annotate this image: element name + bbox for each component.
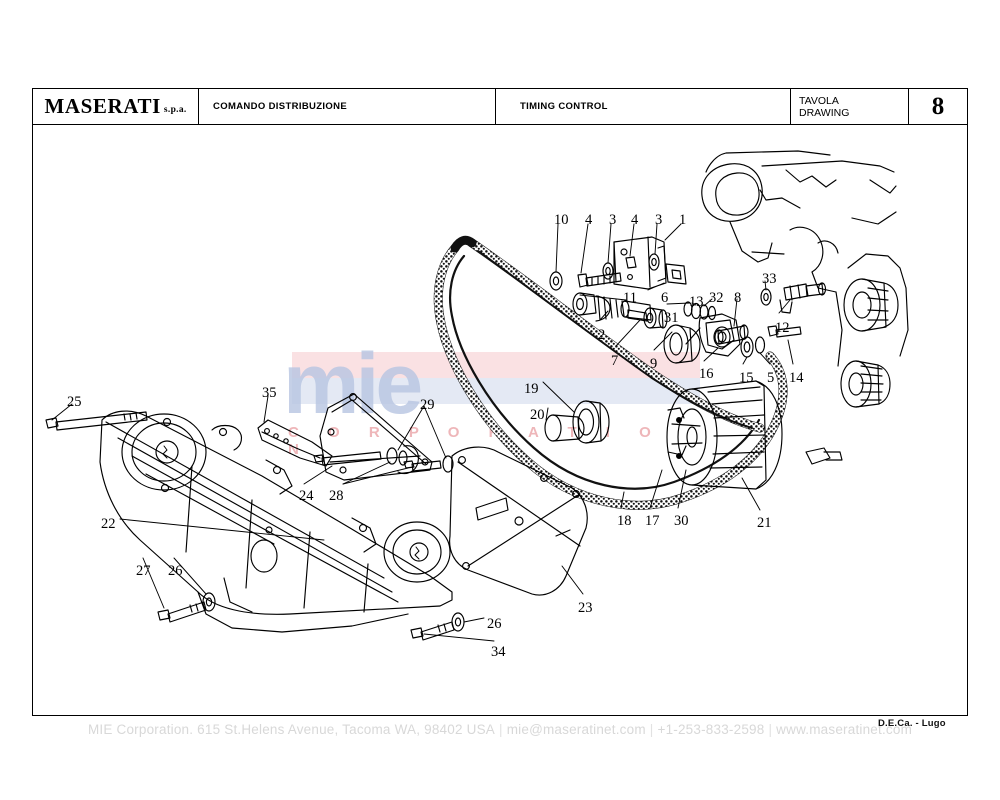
callout-number-6: 6	[661, 290, 669, 306]
callout-number-7: 7	[611, 353, 619, 369]
drawing-number: 8	[931, 92, 945, 120]
title-english: TIMING CONTROL	[520, 101, 608, 112]
callout-number-19: 19	[524, 381, 539, 397]
callout-number-15: 15	[739, 370, 754, 386]
callout-number-28: 28	[329, 488, 344, 504]
callout-number-24: 24	[299, 488, 314, 504]
callout-number-8: 8	[734, 290, 742, 306]
callout-number-13: 13	[689, 294, 704, 310]
footer-company: MIE Corporation. 615 St.Helens Avenue, T…	[87, 721, 495, 737]
footer-separator-3: |	[768, 721, 773, 737]
title-block: MASERATI s.p.a. COMANDO DISTRIBUZIONE TI…	[33, 89, 967, 125]
footer-separator-2: |	[649, 721, 654, 737]
callout-number-23: 23	[578, 600, 593, 616]
callout-number-27: 27	[136, 563, 151, 579]
italian-title-cell: COMANDO DISTRIBUZIONE	[199, 89, 496, 124]
callout-number-30: 30	[674, 513, 689, 529]
callout-number-10: 10	[554, 212, 569, 228]
callout-number-4b: 4	[631, 212, 639, 228]
callout-number-1: 1	[679, 212, 687, 228]
callout-number-34: 34	[491, 644, 506, 660]
drafting-credit: D.E.Ca. - Lugo	[878, 718, 946, 729]
callout-number-25: 25	[67, 394, 82, 410]
callout-number-5: 5	[767, 370, 775, 386]
brand-cell: MASERATI s.p.a.	[33, 89, 199, 124]
drawing-number-cell: 8	[909, 89, 967, 124]
brand-name: MASERATI	[44, 94, 161, 118]
callout-number-31: 31	[664, 310, 679, 326]
table-label-italian: TAVOLA	[799, 94, 839, 107]
callout-number-18: 18	[617, 513, 632, 529]
callout-number-33: 33	[762, 271, 777, 287]
callout-number-4a: 4	[585, 212, 593, 228]
callout-number-26b: 26	[487, 616, 502, 632]
callout-number-9: 9	[650, 356, 658, 372]
callout-number-21: 21	[757, 515, 772, 531]
english-title-cell: TIMING CONTROL	[496, 89, 791, 124]
footer-website: www.maseratinet.com	[776, 721, 913, 737]
callout-number-14: 14	[789, 370, 804, 386]
callout-number-3b: 3	[655, 212, 663, 228]
callout-number-2: 2	[598, 327, 606, 343]
footer-separator-1: |	[499, 721, 503, 737]
callout-number-11: 11	[623, 290, 637, 306]
title-italian: COMANDO DISTRIBUZIONE	[213, 101, 348, 112]
callout-number-22: 22	[101, 516, 116, 532]
callout-number-17: 17	[645, 513, 660, 529]
callout-number-26: 26	[168, 563, 183, 579]
callout-number-35: 35	[262, 385, 277, 401]
callout-number-20: 20	[530, 407, 545, 423]
footer-email: mie@maseratinet.com	[506, 721, 646, 737]
callout-number-12: 12	[775, 320, 790, 336]
callout-number-3a: 3	[609, 212, 617, 228]
table-label-cell: TAVOLA DRAWING	[791, 89, 909, 124]
callout-number-29: 29	[420, 397, 435, 413]
page-footer: MIE Corporation. 615 St.Helens Avenue, T…	[0, 714, 1000, 744]
callout-number-16: 16	[699, 366, 714, 382]
table-label-english: DRAWING	[799, 106, 850, 119]
callout-number-32: 32	[709, 290, 724, 306]
drawing-frame: MASERATI s.p.a. COMANDO DISTRIBUZIONE TI…	[32, 88, 968, 716]
brand-suffix: s.p.a.	[163, 104, 187, 115]
footer-phone: +1-253-833-2598	[657, 721, 765, 737]
